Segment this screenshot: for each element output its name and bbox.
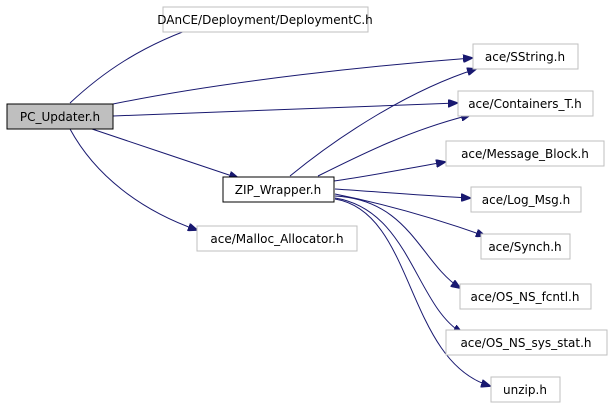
node-log-msg[interactable]: ace/Log_Msg.h <box>470 186 582 213</box>
edge-zip-wrapper-to-containers-t <box>317 115 470 177</box>
node-unzip[interactable]: unzip.h <box>490 376 561 403</box>
edge-zip-wrapper-to-os-ns-fcntl <box>334 195 460 288</box>
node-sstring[interactable]: ace/SString.h <box>472 43 579 70</box>
edges <box>69 24 490 386</box>
node-synch[interactable]: ace/Synch.h <box>480 233 571 260</box>
node-deploymentc[interactable]: DAnCE/Deployment/DeploymentC.h <box>157 6 373 33</box>
node-os-ns-fcntl-label: ace/OS_NS_fcntl.h <box>471 290 580 304</box>
node-containers-t[interactable]: ace/Containers_T.h <box>457 90 594 117</box>
node-synch-label: ace/Synch.h <box>488 240 561 254</box>
node-pc-updater[interactable]: PC_Updater.h <box>6 103 114 130</box>
node-zip-wrapper[interactable]: ZIP_Wrapper.h <box>222 176 335 203</box>
edge-pc-updater-to-containers-t <box>112 103 457 117</box>
node-pc-updater-label: PC_Updater.h <box>20 110 100 124</box>
node-malloc-allocator[interactable]: ace/Malloc_Allocator.h <box>196 225 358 252</box>
node-os-ns-sys-stat[interactable]: ace/OS_NS_sys_stat.h <box>445 329 608 356</box>
node-containers-t-label: ace/Containers_T.h <box>468 97 582 111</box>
node-message-block-label: ace/Message_Block.h <box>461 147 589 161</box>
edge-pc-updater-to-sstring <box>112 58 472 105</box>
node-log-msg-label: ace/Log_Msg.h <box>482 193 570 207</box>
node-zip-wrapper-label: ZIP_Wrapper.h <box>235 183 321 197</box>
edge-zip-wrapper-to-message-block <box>333 162 445 182</box>
edge-zip-wrapper-to-unzip <box>334 198 490 386</box>
edge-zip-wrapper-to-os-ns-sys-stat <box>334 197 462 333</box>
node-malloc-allocator-label: ace/Malloc_Allocator.h <box>210 232 343 246</box>
node-os-ns-fcntl[interactable]: ace/OS_NS_fcntl.h <box>459 283 592 310</box>
node-unzip-label: unzip.h <box>503 383 547 397</box>
node-deploymentc-label: DAnCE/Deployment/DeploymentC.h <box>157 13 373 27</box>
node-message-block[interactable]: ace/Message_Block.h <box>445 140 605 167</box>
node-sstring-label: ace/SString.h <box>485 50 565 64</box>
node-os-ns-sys-stat-label: ace/OS_NS_sys_stat.h <box>460 336 591 350</box>
edge-zip-wrapper-to-sstring <box>289 69 476 177</box>
edge-pc-updater-to-malloc-allocator <box>69 128 197 230</box>
edge-zip-wrapper-to-log-msg <box>334 188 470 198</box>
edge-pc-updater-to-zip-wrapper <box>91 128 238 178</box>
